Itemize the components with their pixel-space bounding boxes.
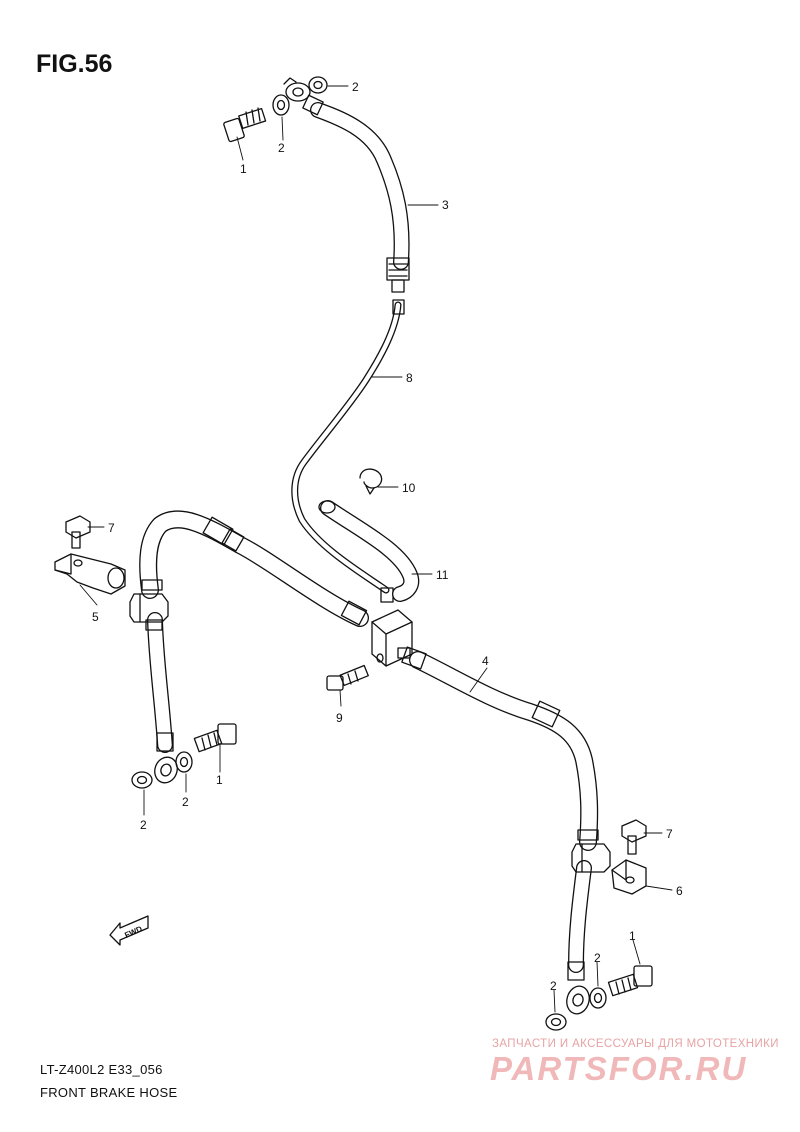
hose-protector	[318, 500, 420, 602]
bracket-bolt-left	[65, 515, 91, 549]
callout-7-left: 7	[108, 521, 115, 535]
callout-1-top: 1	[240, 162, 247, 176]
forward-direction-arrow-icon	[109, 915, 149, 946]
bracket-bolt-right	[621, 819, 647, 855]
callout-3: 3	[442, 198, 449, 212]
right-hose-bracket	[611, 859, 647, 895]
figure-code: LT-Z400L2 E33_056	[40, 1062, 163, 1077]
sealing-washer-right-2	[545, 1013, 567, 1031]
callout-2-left-upper: 2	[182, 795, 189, 809]
sealing-washer-right-1	[589, 987, 607, 1009]
brake-pipe	[291, 299, 405, 603]
callout-1-left: 1	[216, 773, 223, 787]
figure-title: FIG.56	[36, 50, 113, 78]
banjo-bolt-right-caliper	[607, 965, 653, 997]
sealing-washer-top-1	[272, 94, 290, 116]
sealing-washer-left-1	[175, 751, 193, 773]
sealing-washer-top-2	[308, 76, 328, 94]
sealing-washer-left-2	[131, 771, 153, 789]
right-brake-hose	[401, 646, 611, 1015]
hose-clamp	[359, 468, 383, 495]
callout-4: 4	[482, 654, 489, 668]
brake-hose-joint	[371, 609, 413, 667]
banjo-bolt-left-caliper	[193, 723, 237, 753]
upper-brake-hose	[283, 77, 410, 293]
watermark-logo: PARTSFOR.RU	[490, 1050, 748, 1087]
joint-mounting-bolt	[326, 664, 369, 691]
callout-8: 8	[406, 371, 413, 385]
watermark-tagline: ЗАПЧАСТИ И АКСЕССУАРЫ ДЛЯ МОТОТЕХНИКИ	[492, 1038, 779, 1050]
callout-7-right: 7	[666, 827, 673, 841]
callout-10: 10	[402, 481, 416, 495]
left-hose-bracket	[54, 553, 126, 595]
callout-6: 6	[676, 884, 683, 898]
callout-2-left-lower: 2	[140, 818, 147, 832]
callout-5: 5	[92, 610, 99, 624]
callout-2-top-left: 2	[278, 141, 285, 155]
banjo-bolt-top	[223, 107, 267, 143]
callout-9: 9	[336, 711, 343, 725]
figure-name: FRONT BRAKE HOSE	[40, 1085, 178, 1100]
callout-11: 11	[436, 568, 449, 582]
callout-2-right-upper: 2	[594, 951, 601, 965]
callout-2-top-right: 2	[352, 80, 359, 94]
left-brake-hose	[129, 510, 369, 784]
callout-1-right: 1	[629, 929, 636, 943]
callout-2-right-lower: 2	[550, 979, 557, 993]
leader-lines	[79, 85, 673, 1013]
